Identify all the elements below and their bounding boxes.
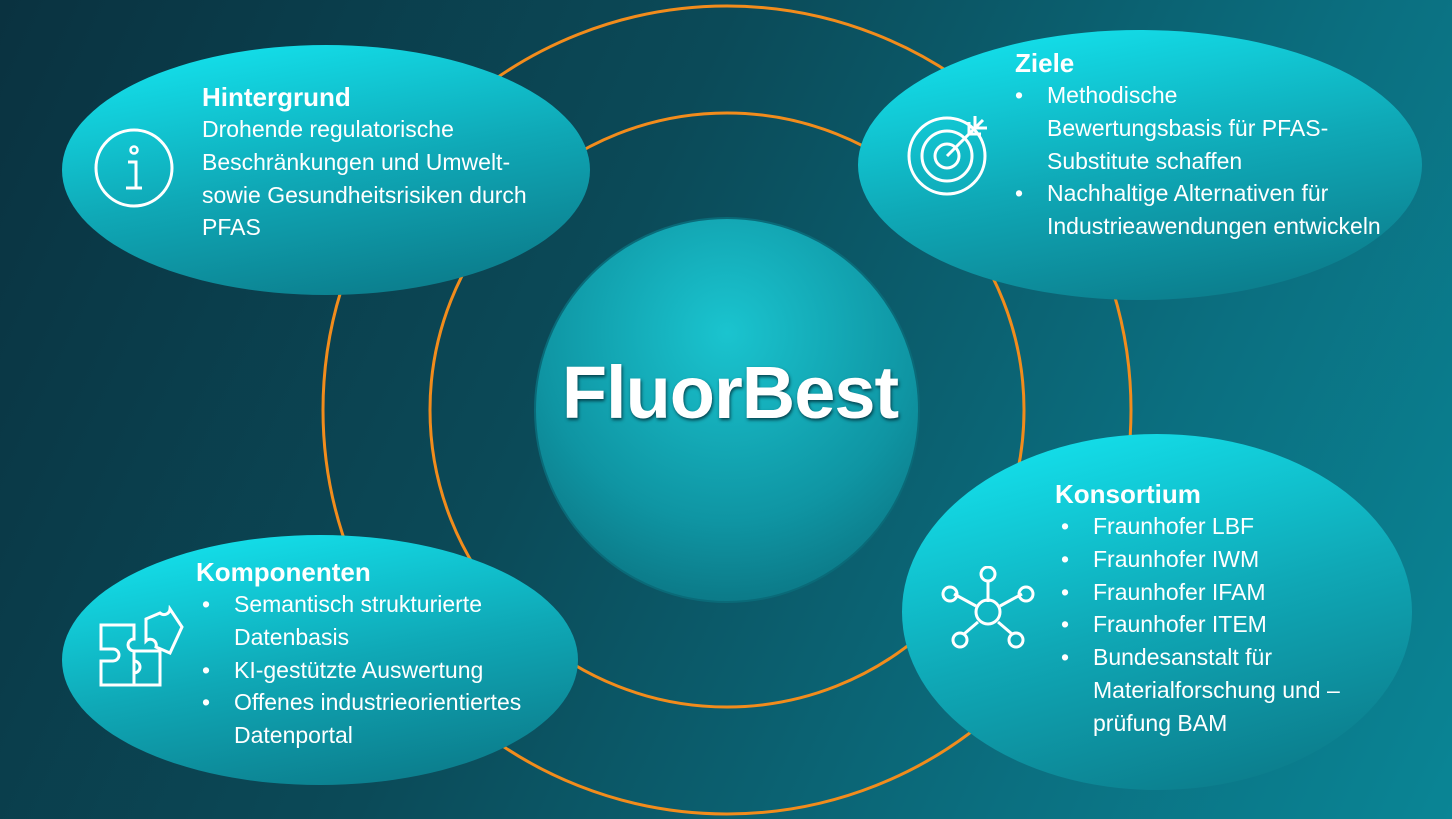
puzzle-icon (99, 605, 184, 687)
konsortium-item: Fraunhofer ITEM (1061, 608, 1395, 641)
hintergrund-bubble (62, 45, 590, 295)
hintergrund-section: Hintergrund Drohende regulatorische Besc… (202, 81, 527, 244)
komponenten-item: KI-gestützte Auswertung (202, 654, 576, 687)
konsortium-item: Fraunhofer LBF (1061, 510, 1395, 543)
network-icon (941, 566, 1035, 649)
hintergrund-title: Hintergrund (202, 82, 351, 112)
konsortium-section: Konsortium Fraunhofer LBF Fraunhofer IWM… (1055, 478, 1395, 740)
komponenten-item: Offenes industrieorientiertes Datenporta… (202, 686, 574, 752)
ziele-section: Ziele Methodische Bewertungsbasis für PF… (1015, 47, 1395, 243)
konsortium-item: Fraunhofer IFAM (1061, 576, 1395, 609)
hintergrund-line: PFAS (202, 214, 261, 241)
center-circle (534, 217, 920, 603)
ziele-title: Ziele (1015, 48, 1075, 78)
inner-ring (428, 111, 1026, 709)
konsortium-item: Fraunhofer IWM (1061, 543, 1395, 576)
konsortium-title: Konsortium (1055, 479, 1201, 509)
outer-ring (321, 4, 1133, 816)
hintergrund-line: sowie Gesundheitsrisiken durch (202, 181, 527, 208)
konsortium-item: Bundesanstalt für Materialforschung und … (1061, 641, 1363, 739)
center-title: FluorBest (561, 351, 899, 434)
komponenten-title: Komponenten (196, 557, 371, 587)
hintergrund-line: Drohende regulatorische (202, 116, 454, 142)
komponenten-section: Komponenten Semantisch strukturierte Dat… (196, 556, 576, 752)
ziele-item: Nachhaltige Alternativen für Industrieaw… (1015, 177, 1387, 243)
hintergrund-line: Beschränkungen und Umwelt- (202, 148, 511, 175)
komponenten-item: Semantisch strukturierte Datenbasis (202, 588, 524, 654)
ziele-item: Methodische Bewertungsbasis für PFAS-Sub… (1015, 79, 1347, 177)
target-icon (907, 116, 987, 196)
info-icon (94, 128, 174, 208)
